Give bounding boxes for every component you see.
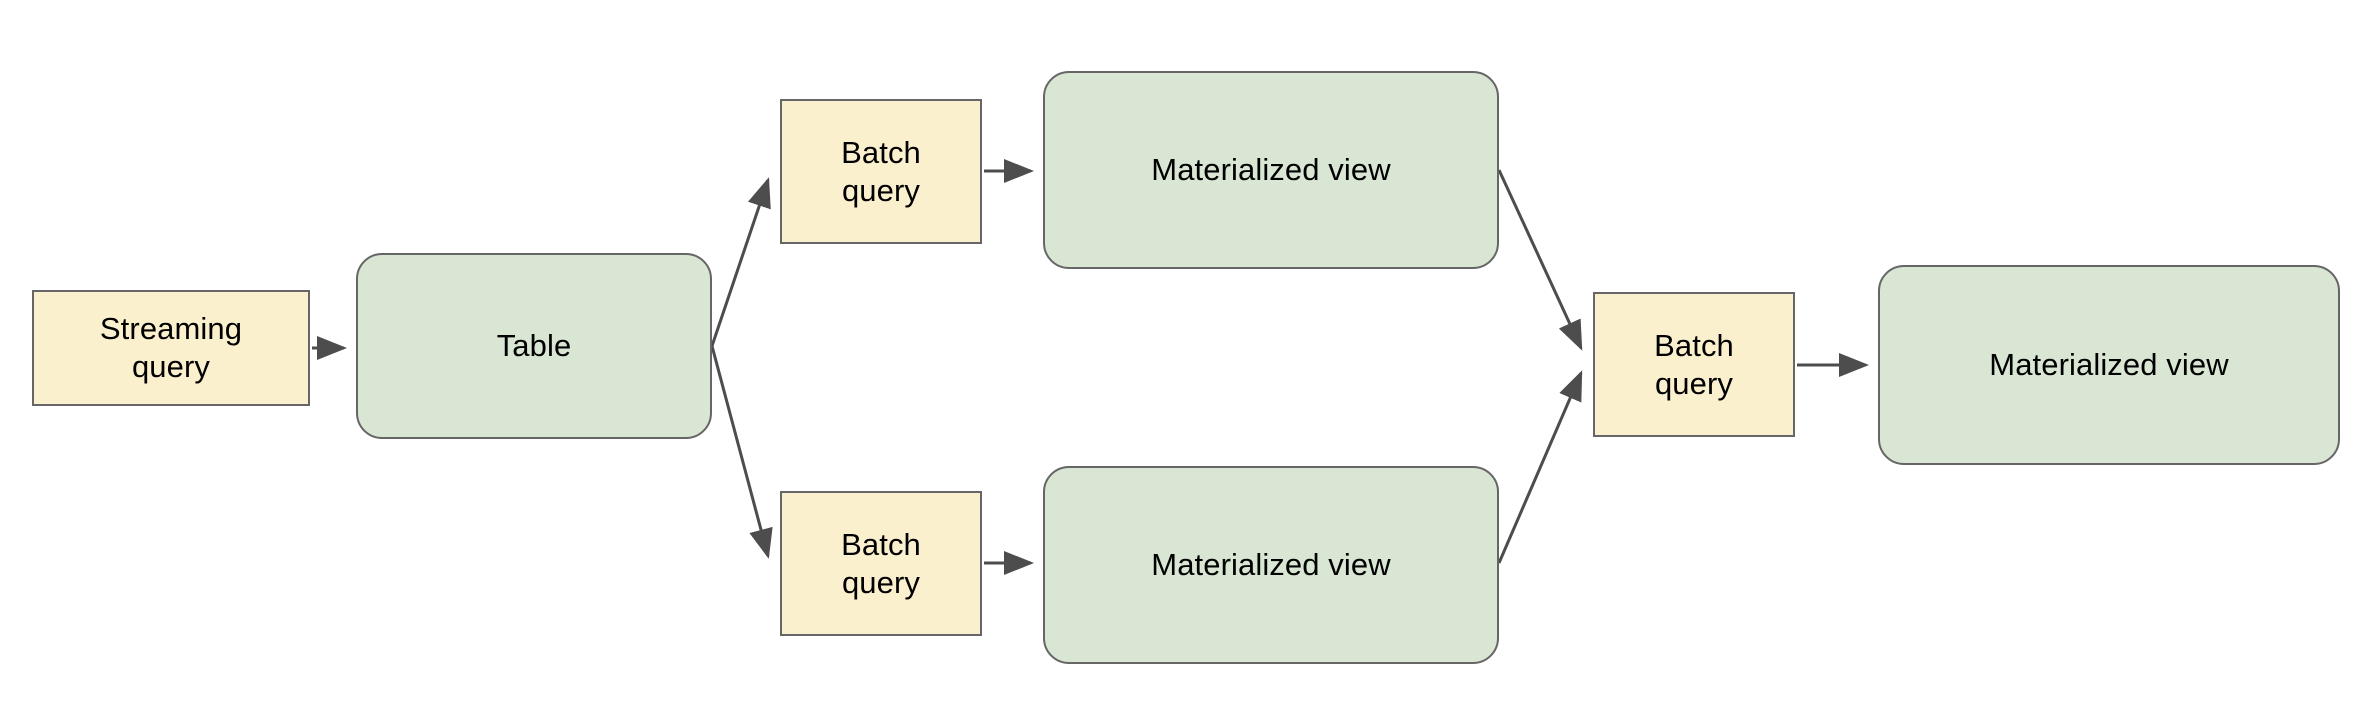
edge-table-to-batch-top [710, 177, 771, 347]
node-table[interactable]: Table [356, 253, 712, 439]
node-label: Materialized view [1151, 152, 1391, 188]
node-label: Batch query [841, 526, 921, 600]
node-label: Batch query [841, 134, 921, 208]
node-label: Materialized view [1989, 347, 2229, 383]
node-materialized-view-top[interactable]: Materialized view [1043, 71, 1499, 269]
node-materialized-view-bottom[interactable]: Materialized view [1043, 466, 1499, 664]
edge-mv-bot-to-join [1497, 370, 1583, 564]
node-batch-query-top[interactable]: Batch query [780, 99, 982, 244]
node-batch-query-bottom[interactable]: Batch query [780, 491, 982, 636]
node-batch-query-join[interactable]: Batch query [1593, 292, 1795, 437]
node-materialized-view-final[interactable]: Materialized view [1878, 265, 2340, 465]
node-label: Materialized view [1151, 547, 1391, 583]
node-label: Streaming query [99, 311, 243, 384]
edge-table-to-batch-bottom [710, 345, 773, 559]
edge-mv-top-to-join [1497, 169, 1583, 351]
node-label: Batch query [1654, 327, 1734, 401]
node-label: Table [496, 328, 572, 364]
node-streaming-query[interactable]: Streaming query [32, 290, 310, 406]
